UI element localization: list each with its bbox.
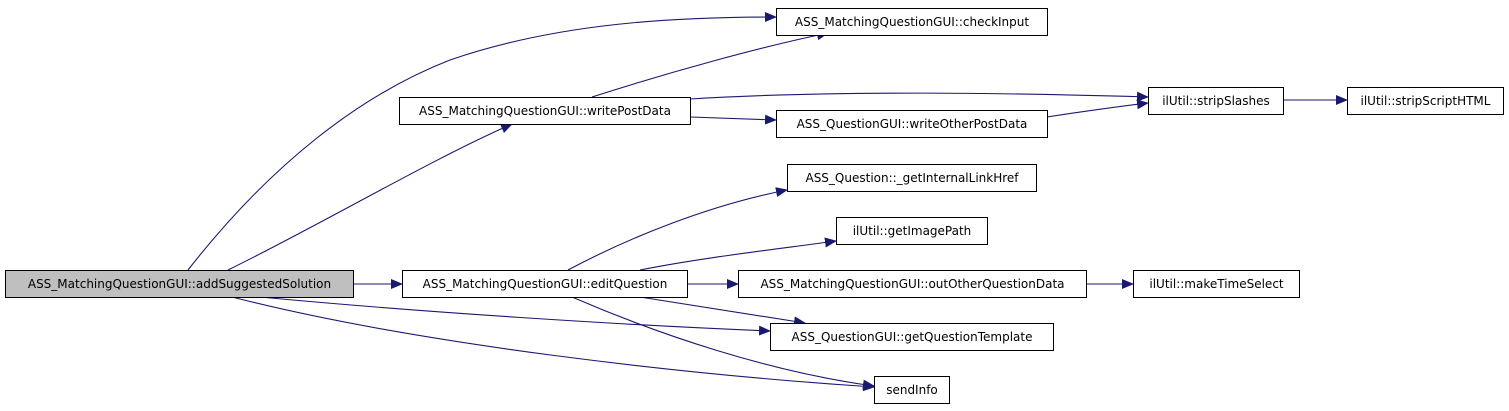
nodes-layer: ASS_MatchingQuestionGUI::addSuggestedSol… [5, 8, 1504, 404]
node-box [776, 8, 1048, 36]
node-getInternalLinkHref[interactable]: ASS_Question::_getInternalLinkHref [787, 164, 1037, 192]
node-label: ASS_MatchingQuestionGUI::writePostData [419, 104, 671, 118]
node-box [1133, 270, 1300, 298]
node-box [787, 164, 1037, 192]
node-box [874, 376, 950, 404]
node-box [1148, 87, 1284, 115]
edge-addSuggestedSolution-to-checkInput [187, 12, 777, 271]
edges-layer [187, 12, 1348, 392]
node-stripScriptHTML[interactable]: ilUtil::stripScriptHTML [1347, 87, 1504, 115]
edge-addSuggestedSolution-to-sendInfo [231, 296, 875, 392]
node-box [836, 217, 988, 245]
node-box [776, 110, 1048, 138]
node-label: ilUtil::stripSlashes [1162, 94, 1270, 108]
edge-editQuestion-to-getImagePath [639, 237, 837, 271]
node-label: ASS_MatchingQuestionGUI::editQuestion [423, 277, 668, 291]
node-label: ASS_QuestionGUI::writeOtherPostData [797, 117, 1028, 131]
edge-writeOtherPostData-to-stripSlashes [1046, 99, 1149, 118]
node-editQuestion[interactable]: ASS_MatchingQuestionGUI::editQuestion [402, 270, 688, 298]
node-makeTimeSelect[interactable]: ilUtil::makeTimeSelect [1133, 270, 1300, 298]
node-sendInfo[interactable]: sendInfo [874, 376, 950, 404]
edge-writePostData-to-checkInput [591, 30, 829, 98]
node-writePostData[interactable]: ASS_MatchingQuestionGUI::writePostData [399, 97, 691, 125]
edge-editQuestion-to-getQuestionTemplate [639, 296, 806, 327]
node-label: ASS_QuestionGUI::getQuestionTemplate [792, 330, 1033, 344]
node-getImagePath[interactable]: ilUtil::getImagePath [836, 217, 988, 245]
node-box [399, 97, 691, 125]
node-box [402, 270, 688, 298]
node-writeOtherPostData[interactable]: ASS_QuestionGUI::writeOtherPostData [776, 110, 1048, 138]
node-box [1347, 87, 1504, 115]
node-label: ilUtil::stripScriptHTML [1361, 94, 1491, 108]
node-addSuggestedSolution[interactable]: ASS_MatchingQuestionGUI::addSuggestedSol… [5, 270, 354, 298]
edge-addSuggestedSolution-to-writePostData [227, 123, 513, 271]
node-box [5, 270, 354, 298]
edge-addSuggestedSolution-to-getQuestionTemplate [259, 296, 771, 336]
node-outOtherQuestionData[interactable]: ASS_MatchingQuestionGUI::outOtherQuestio… [738, 270, 1087, 298]
edge-editQuestion-to-sendInfo [571, 296, 875, 390]
node-label: ilUtil::makeTimeSelect [1149, 277, 1284, 291]
node-label: ASS_MatchingQuestionGUI::checkInput [795, 15, 1029, 29]
node-getQuestionTemplate[interactable]: ASS_QuestionGUI::getQuestionTemplate [770, 323, 1054, 351]
node-checkInput[interactable]: ASS_MatchingQuestionGUI::checkInput [776, 8, 1048, 36]
node-box [770, 323, 1054, 351]
node-label: ASS_Question::_getInternalLinkHref [805, 171, 1019, 185]
edge-writePostData-to-writeOtherPostData [689, 114, 777, 125]
node-box [738, 270, 1087, 298]
node-label: ilUtil::getImagePath [853, 224, 972, 238]
edge-editQuestion-to-getInternalLinkHref [567, 187, 788, 271]
node-label: ASS_MatchingQuestionGUI::outOtherQuestio… [760, 277, 1064, 291]
node-label: sendInfo [886, 383, 938, 397]
edge-writePostData-to-stripSlashes [689, 91, 1149, 102]
node-label: ASS_MatchingQuestionGUI::addSuggestedSol… [28, 277, 331, 291]
node-stripSlashes[interactable]: ilUtil::stripSlashes [1148, 87, 1284, 115]
